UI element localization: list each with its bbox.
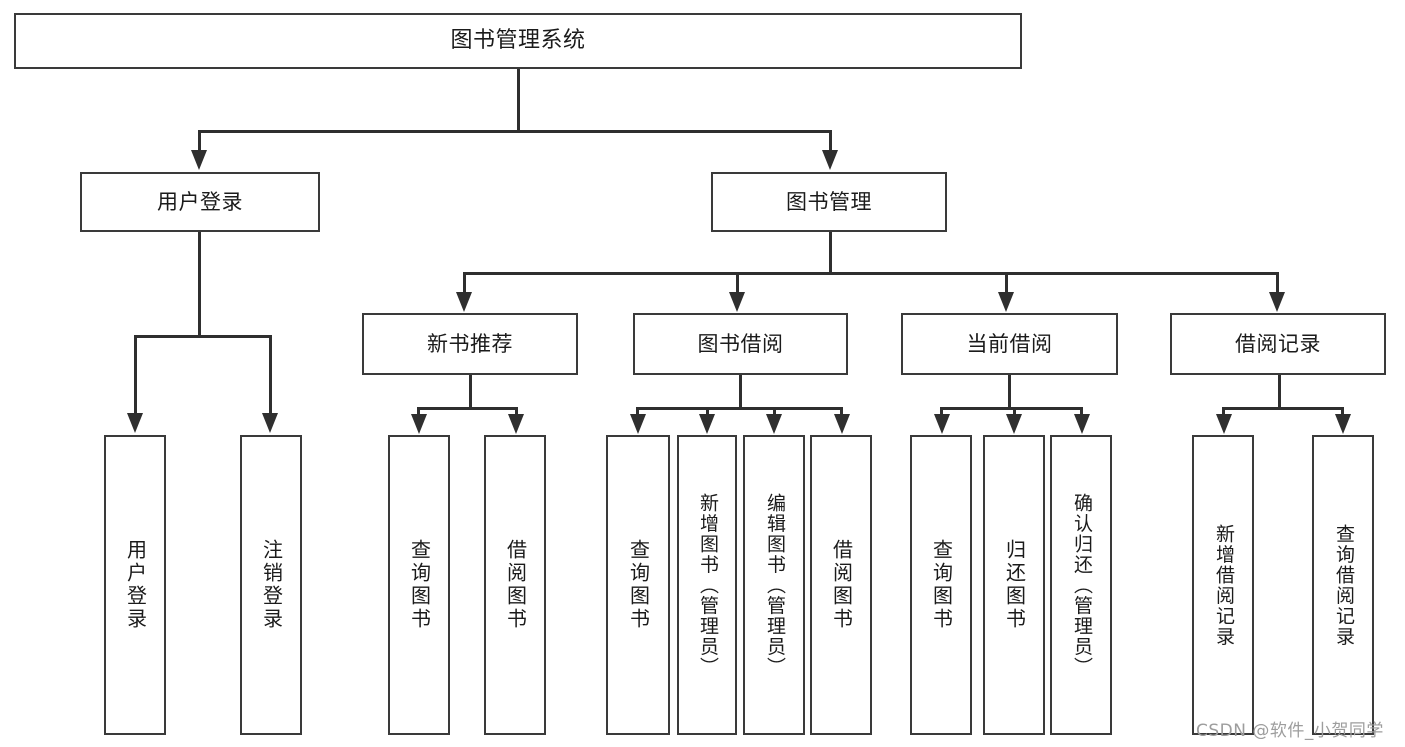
leaf-borrow-book-label: 借阅图书	[829, 539, 854, 631]
leaf-edit-book-admin[interactable]: 编辑图书（管理员）	[743, 435, 805, 735]
leaf-add-borrow-record[interactable]: 新增借阅记录	[1192, 435, 1254, 735]
arrow-new-book-c1	[411, 414, 427, 434]
leaf-query-book-current-label: 查询图书	[929, 539, 954, 631]
arrow-current-c2	[1006, 414, 1022, 434]
leaf-logout[interactable]: 注销登录	[240, 435, 302, 735]
edge-borrow-stem	[739, 375, 742, 410]
node-user-login[interactable]: 用户登录	[80, 172, 320, 232]
arrow-user-login-child1	[127, 413, 143, 433]
edge-current-bus	[940, 407, 1082, 410]
leaf-query-book-recommend[interactable]: 查询图书	[388, 435, 450, 735]
arrow-borrow-c3	[766, 414, 782, 434]
edge-user-login-bus	[134, 335, 271, 338]
node-root-label: 图书管理系统	[450, 28, 586, 54]
edge-book-mgmt-stem	[829, 232, 832, 274]
leaf-user-login[interactable]: 用户登录	[104, 435, 166, 735]
arrow-borrow-c1	[630, 414, 646, 434]
arrow-current-c3	[1074, 414, 1090, 434]
edge-new-book-bus	[417, 407, 518, 410]
edge-current-c2	[1013, 407, 1016, 417]
node-book-borrow-label: 图书借阅	[697, 331, 784, 356]
node-new-book-recommend[interactable]: 新书推荐	[362, 313, 578, 375]
edge-borrow-c2	[706, 407, 709, 417]
leaf-add-book-admin[interactable]: 新增图书（管理员）	[677, 435, 737, 735]
edge-to-book-mgmt	[829, 130, 832, 152]
edge-current-c1	[940, 407, 943, 417]
node-current-borrow[interactable]: 当前借阅	[901, 313, 1118, 375]
leaf-confirm-return-admin-label: 确认归还（管理员）	[1070, 492, 1093, 678]
node-borrow-record-label: 借阅记录	[1235, 331, 1321, 356]
edge-current-stem	[1008, 375, 1011, 410]
node-root-system[interactable]: 图书管理系统	[14, 13, 1022, 69]
edge-book-mgmt-c2	[736, 272, 739, 294]
edge-record-bus	[1222, 407, 1342, 410]
leaf-return-book-label: 归还图书	[1002, 539, 1027, 631]
edge-root-bus	[198, 130, 832, 133]
arrow-to-book-mgmt	[822, 150, 838, 170]
edge-borrow-c4	[840, 407, 843, 417]
arrow-book-mgmt-c2	[729, 292, 745, 312]
leaf-query-borrow-record[interactable]: 查询借阅记录	[1312, 435, 1374, 735]
edge-borrow-c3	[773, 407, 776, 417]
edge-to-user-login	[198, 130, 201, 152]
leaf-query-book-current[interactable]: 查询图书	[910, 435, 972, 735]
edge-new-book-c2	[515, 407, 518, 417]
edge-record-c1	[1222, 407, 1225, 417]
edge-book-mgmt-bus	[463, 272, 1279, 275]
edge-user-login-stem	[198, 232, 201, 337]
edge-borrow-bus	[636, 407, 843, 410]
node-user-login-label: 用户登录	[157, 189, 243, 214]
arrow-book-mgmt-c4	[1269, 292, 1285, 312]
arrow-book-mgmt-c1	[456, 292, 472, 312]
leaf-edit-book-admin-label: 编辑图书（管理员）	[763, 492, 786, 678]
leaf-borrow-book[interactable]: 借阅图书	[810, 435, 872, 735]
edge-user-login-child1	[134, 335, 137, 415]
edge-book-mgmt-c1	[463, 272, 466, 294]
leaf-add-borrow-record-label: 新增借阅记录	[1212, 523, 1235, 647]
node-borrow-record[interactable]: 借阅记录	[1170, 313, 1386, 375]
node-new-book-recommend-label: 新书推荐	[427, 331, 513, 356]
leaf-borrow-book-recommend[interactable]: 借阅图书	[484, 435, 546, 735]
node-book-management[interactable]: 图书管理	[711, 172, 947, 232]
arrow-user-login-child2	[262, 413, 278, 433]
arrow-current-c1	[934, 414, 950, 434]
leaf-query-book-borrow-label: 查询图书	[626, 539, 651, 631]
edge-current-c3	[1080, 407, 1083, 417]
arrow-record-c2	[1335, 414, 1351, 434]
leaf-add-book-admin-label: 新增图书（管理员）	[696, 492, 719, 678]
edge-record-c2	[1341, 407, 1344, 417]
node-book-management-label: 图书管理	[786, 189, 872, 214]
leaf-user-login-label: 用户登录	[123, 539, 148, 631]
edge-book-mgmt-c3	[1005, 272, 1008, 294]
arrow-record-c1	[1216, 414, 1232, 434]
edge-user-login-child2	[269, 335, 272, 415]
arrow-new-book-c2	[508, 414, 524, 434]
edge-new-book-stem	[469, 375, 472, 410]
leaf-return-book[interactable]: 归还图书	[983, 435, 1045, 735]
arrow-borrow-c2	[699, 414, 715, 434]
arrow-book-mgmt-c3	[998, 292, 1014, 312]
edge-book-mgmt-c4	[1276, 272, 1279, 294]
arrow-borrow-c4	[834, 414, 850, 434]
edge-borrow-c1	[636, 407, 639, 417]
leaf-query-borrow-record-label: 查询借阅记录	[1332, 523, 1355, 647]
leaf-query-book-recommend-label: 查询图书	[407, 539, 432, 631]
leaf-borrow-book-recommend-label: 借阅图书	[503, 539, 528, 631]
node-current-borrow-label: 当前借阅	[966, 331, 1053, 356]
leaf-confirm-return-admin[interactable]: 确认归还（管理员）	[1050, 435, 1112, 735]
leaf-query-book-borrow[interactable]: 查询图书	[606, 435, 670, 735]
edge-root-stem	[517, 69, 520, 132]
edge-record-stem	[1278, 375, 1281, 410]
edge-new-book-c1	[417, 407, 420, 417]
leaf-logout-label: 注销登录	[259, 539, 284, 631]
node-book-borrow[interactable]: 图书借阅	[633, 313, 848, 375]
arrow-to-user-login	[191, 150, 207, 170]
